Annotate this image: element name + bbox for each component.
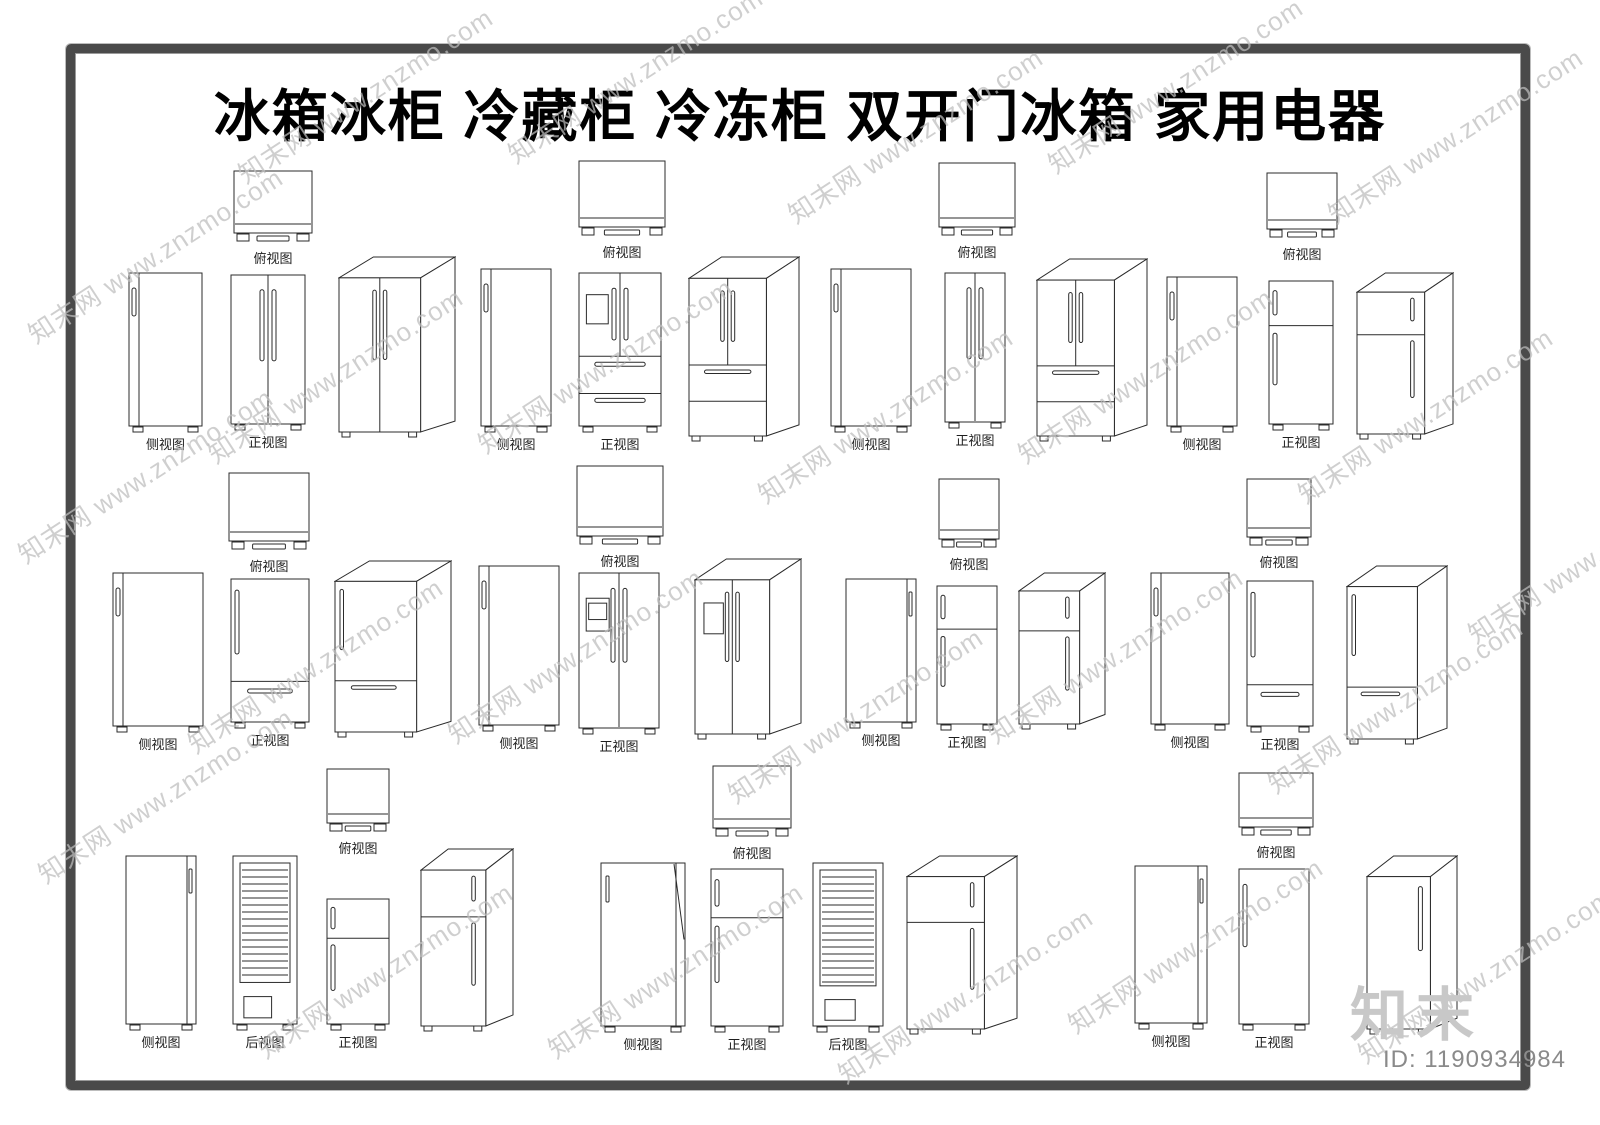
top-drawing: [1246, 478, 1312, 552]
znzmo-logo: 知末: [1349, 983, 1482, 1048]
side-plain-drawing: [125, 855, 197, 1032]
top-drawing: [1266, 172, 1338, 244]
front-1door-drawing: [1238, 868, 1310, 1032]
view-label-top: 俯视图: [732, 846, 772, 861]
view-label-back: 后视图: [828, 1037, 868, 1052]
back-drawing: [812, 862, 884, 1034]
side-drawing: [1150, 572, 1230, 732]
front-sbs-disp-drawing: [578, 572, 660, 736]
3d-bottom-drawing: [334, 560, 452, 738]
side-open-drawing: [600, 862, 686, 1034]
side-drawing: [480, 268, 552, 434]
view-label-front: 正视图: [947, 735, 987, 750]
view-label-front: 正视图: [727, 1037, 767, 1052]
front-top-drawing: [936, 585, 998, 732]
top-drawing: [576, 465, 664, 551]
view-label-front: 正视图: [1260, 737, 1300, 752]
view-label-top: 俯视图: [949, 557, 989, 572]
3d-top-drawing: [420, 848, 514, 1032]
view-label-side: 侧视图: [851, 437, 891, 452]
back-drawing: [232, 855, 298, 1032]
view-label-side: 侧视图: [861, 733, 901, 748]
side-drawing: [112, 572, 204, 734]
front-top-drawing: [1268, 280, 1334, 432]
view-label-side: 侧视图: [1151, 1034, 1191, 1049]
image-id: ID: 1190934984: [1382, 1046, 1566, 1073]
view-label-front: 正视图: [1281, 435, 1321, 450]
3d-top-drawing: [1018, 572, 1106, 730]
view-label-top: 俯视图: [1282, 247, 1322, 262]
view-label-back: 后视图: [245, 1035, 285, 1050]
view-label-front: 正视图: [250, 733, 290, 748]
side-plain-drawing: [845, 578, 917, 730]
side-drawing: [478, 565, 560, 733]
view-label-front: 正视图: [955, 433, 995, 448]
top-drawing: [326, 768, 390, 838]
3d-bottom-drawing: [1346, 565, 1448, 745]
view-label-side: 侧视图: [623, 1037, 663, 1052]
3d-top-drawing: [906, 855, 1018, 1035]
view-label-side: 侧视图: [499, 736, 539, 751]
view-label-front: 正视图: [338, 1035, 378, 1050]
3d-french-drawing: [1036, 258, 1148, 442]
3d-french-drawing: [688, 256, 800, 442]
front-top-drawing: [326, 898, 390, 1032]
view-label-top: 俯视图: [1256, 845, 1296, 860]
view-label-top: 俯视图: [253, 251, 293, 266]
view-label-side: 侧视图: [145, 437, 185, 452]
top-drawing: [938, 162, 1016, 242]
view-label-side: 侧视图: [1170, 735, 1210, 750]
view-label-top: 俯视图: [957, 245, 997, 260]
view-label-top: 俯视图: [602, 245, 642, 260]
front-sbs-drawing: [944, 272, 1006, 430]
3d-sbs-disp-drawing: [694, 558, 802, 740]
view-label-front: 正视图: [599, 739, 639, 754]
view-label-front: 正视图: [600, 437, 640, 452]
top-drawing: [578, 160, 666, 242]
side-drawing: [128, 272, 203, 434]
view-label-top: 俯视图: [338, 841, 378, 856]
side-drawing: [1166, 276, 1238, 434]
view-label-side: 侧视图: [496, 437, 536, 452]
top-drawing: [228, 472, 310, 556]
view-label-top: 俯视图: [1259, 555, 1299, 570]
front-bottom-drawing: [230, 578, 310, 730]
view-label-top: 俯视图: [600, 554, 640, 569]
front-french-drawing: [578, 272, 662, 434]
top-drawing: [938, 478, 1000, 554]
top-drawing: [1238, 772, 1314, 842]
view-label-top: 俯视图: [249, 559, 289, 574]
front-bottom-drawing: [1246, 580, 1314, 734]
side-plain-drawing: [1134, 865, 1208, 1031]
view-label-front: 正视图: [248, 435, 288, 450]
sheet-title: 冰箱冰柜 冷藏柜 冷冻柜 双开门冰箱 家用电器: [213, 85, 1387, 148]
side-drawing: [830, 268, 912, 434]
3d-1door-drawing: [1366, 855, 1458, 1035]
view-label-front: 正视图: [1254, 1035, 1294, 1050]
front-sbs-drawing: [230, 274, 306, 432]
view-label-side: 侧视图: [141, 1035, 181, 1050]
3d-sbs-drawing: [338, 256, 456, 438]
top-drawing: [712, 765, 792, 843]
front-top-drawing: [710, 868, 784, 1034]
view-label-side: 侧视图: [138, 737, 178, 752]
3d-top-drawing: [1356, 272, 1454, 440]
top-drawing: [233, 170, 313, 248]
view-label-side: 侧视图: [1182, 437, 1222, 452]
